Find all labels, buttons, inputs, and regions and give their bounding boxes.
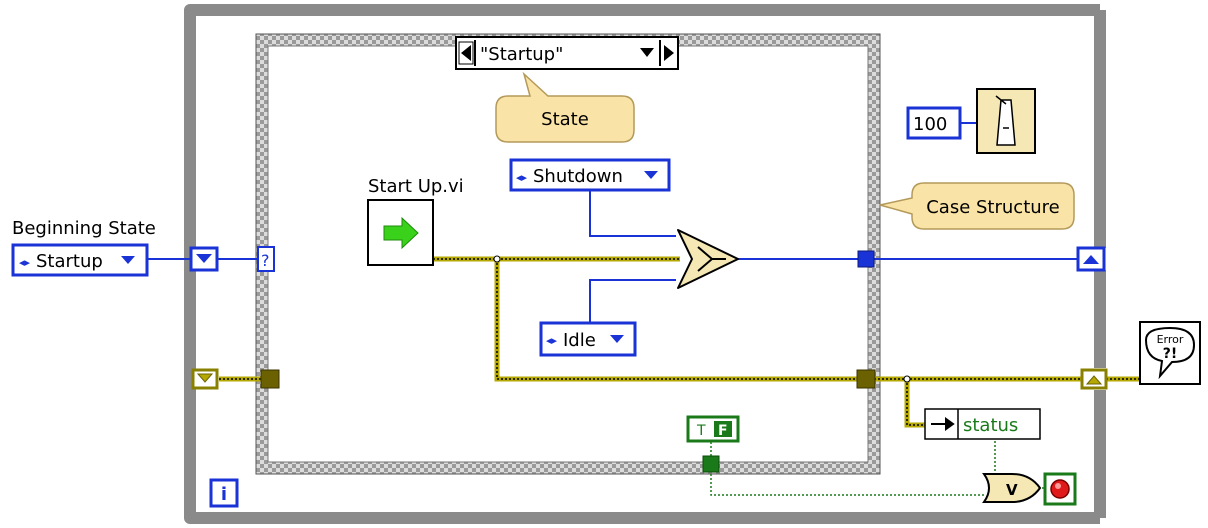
shift-register-left-enum[interactable] bbox=[189, 246, 219, 272]
state-tooltip-text: State bbox=[541, 109, 589, 130]
beginning-state-enum[interactable]: ◂▸ Startup bbox=[11, 243, 149, 277]
unbundle-by-name[interactable]: status bbox=[924, 408, 1041, 440]
iteration-terminal[interactable]: i bbox=[209, 478, 239, 508]
case-selector-value: "Startup" bbox=[480, 44, 563, 65]
wait-ms-value: 100 bbox=[913, 114, 947, 135]
stop-terminal[interactable] bbox=[1043, 472, 1077, 506]
decrement-arrow-icon[interactable] bbox=[461, 45, 471, 61]
metronome-icon bbox=[995, 95, 1016, 146]
enum-arrows-icon: ◂▸ bbox=[516, 171, 528, 184]
case-selector[interactable]: "Startup" bbox=[455, 36, 679, 70]
idle-enum[interactable]: ◂▸ Idle bbox=[539, 321, 637, 357]
speech-bubble-icon bbox=[1144, 326, 1196, 380]
case-selector-terminal[interactable]: ? bbox=[257, 246, 275, 272]
beginning-state-value: Startup bbox=[36, 251, 103, 272]
enum-arrows-icon: ◂▸ bbox=[546, 334, 558, 347]
shift-register-right-error[interactable] bbox=[1080, 368, 1108, 390]
right-arrow-icon bbox=[383, 216, 419, 250]
arrow-icon bbox=[931, 417, 955, 431]
stop-icon bbox=[1050, 479, 1070, 499]
error-wires bbox=[219, 255, 1140, 428]
state-tooltip: State bbox=[495, 71, 635, 143]
shift-register-right-enum[interactable] bbox=[1076, 246, 1106, 272]
or-function[interactable]: V bbox=[982, 473, 1042, 503]
shutdown-value: Shutdown bbox=[533, 166, 623, 187]
dropdown-arrow-icon bbox=[644, 171, 658, 179]
shutdown-enum[interactable]: ◂▸ Shutdown bbox=[509, 158, 671, 192]
error-tunnel-left[interactable] bbox=[260, 369, 280, 389]
error-handler[interactable]: Error ?! bbox=[1139, 321, 1201, 385]
beginning-state-label: Beginning State bbox=[12, 218, 156, 239]
select-function[interactable] bbox=[677, 229, 739, 289]
enum-arrows-icon: ◂▸ bbox=[19, 256, 31, 269]
wait-function[interactable] bbox=[976, 88, 1036, 154]
case-selector-mark: ? bbox=[261, 251, 270, 270]
dropdown-arrow-icon bbox=[610, 335, 624, 343]
start-up-vi[interactable] bbox=[367, 199, 434, 266]
start-up-vi-label: Start Up.vi bbox=[368, 176, 464, 197]
select-icon bbox=[697, 246, 726, 272]
boolean-wires bbox=[710, 441, 1045, 496]
bool-true-label: T bbox=[696, 423, 706, 439]
error-tunnel-right[interactable] bbox=[856, 369, 876, 389]
case-structure-tooltip-text: Case Structure bbox=[926, 197, 1060, 218]
boolean-constant[interactable]: T F bbox=[686, 415, 740, 443]
increment-arrow-icon[interactable] bbox=[664, 45, 674, 61]
case-structure-tooltip: Case Structure bbox=[879, 182, 1075, 230]
bool-false-label: F bbox=[718, 423, 728, 439]
while-loop[interactable] bbox=[184, 4, 1106, 524]
dropdown-arrow-icon bbox=[121, 256, 135, 264]
shift-register-left-error[interactable] bbox=[191, 368, 219, 390]
iteration-label: i bbox=[221, 484, 227, 505]
error-handler-marks: ?! bbox=[1163, 346, 1178, 362]
idle-value: Idle bbox=[563, 330, 596, 351]
case-dropdown-icon[interactable] bbox=[640, 48, 654, 57]
wait-ms-constant[interactable]: 100 bbox=[906, 106, 962, 140]
boolean-tunnel-bottom[interactable] bbox=[702, 455, 720, 473]
status-label: status bbox=[963, 415, 1018, 436]
enum-wires bbox=[147, 122, 1078, 335]
error-handler-label: Error bbox=[1157, 333, 1184, 346]
enum-tunnel-right[interactable] bbox=[857, 250, 875, 268]
or-label: V bbox=[1006, 481, 1018, 499]
